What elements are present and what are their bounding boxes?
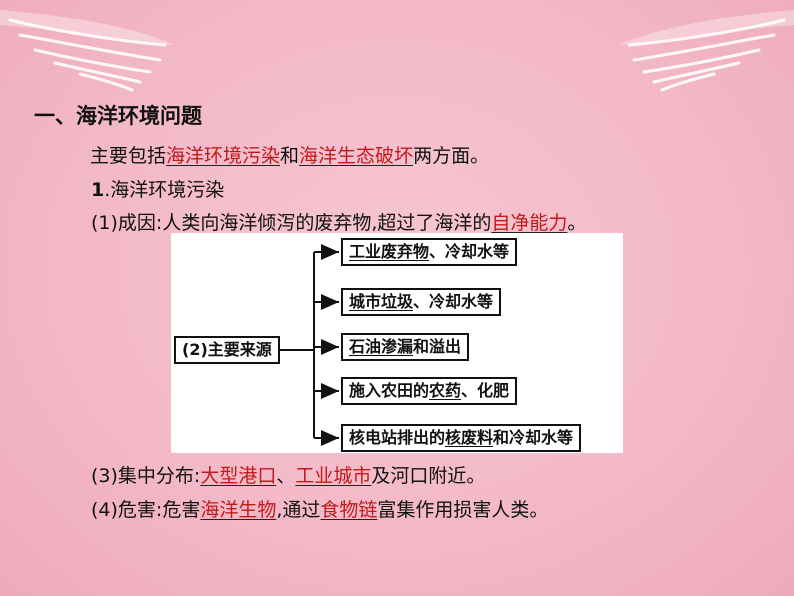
source-item-nuclear-key: 核废料 [445,428,494,447]
source-item-oil: 石油渗漏和溢出 [341,333,470,361]
harm-suffix: 富集作用损害人类。 [377,499,549,521]
cause-term: 自净能力 [491,212,568,234]
left-wing-decoration [0,10,175,92]
sources-diagram: (2)主要来源 工业废弃物、冷却水等 城市垃圾、冷却水等 石油渗漏和溢出 施入农… [171,233,623,453]
section-heading: 一、海洋环境问题 [34,104,202,128]
distribution-line: (3)集中分布:大型港口、工业城市及河口附近。 [91,464,485,488]
intro-prefix: 主要包括 [90,145,167,167]
cause-suffix: 。 [567,212,587,234]
source-item-agriculture: 施入农田的农药、化肥 [341,377,518,405]
source-item-oil-rest: 和溢出 [413,337,462,356]
harm-term-2: 食物链 [320,499,378,521]
harm-term-1: 海洋生物 [200,499,277,521]
source-item-urban-rest: 、冷却水等 [413,292,494,311]
intro-term-1: 海洋环境污染 [166,145,281,167]
diagram-connectors [279,244,339,446]
subsection-title: 1.海洋环境污染 [91,178,224,202]
source-item-nuclear-pre: 核电站排出的 [349,428,446,447]
source-item-urban-key: 城市垃圾 [349,292,414,311]
source-item-industrial-key: 工业废弃物 [349,242,430,261]
harm-mid: ,通过 [276,499,321,521]
intro-suffix: 两方面。 [413,145,490,167]
distribution-term-1: 大型港口 [200,465,277,487]
distribution-mid: 、 [276,465,296,487]
source-item-agriculture-rest: 、化肥 [461,381,510,400]
intro-term-2: 海洋生态破坏 [299,145,414,167]
source-item-oil-key: 石油渗漏 [349,337,414,356]
cause-prefix: (1)成因:人类向海洋倾泻的废弃物,超过了海洋的 [91,212,492,234]
distribution-prefix: (3)集中分布: [91,465,201,487]
harm-line: (4)危害:危害海洋生物,通过食物链富集作用损害人类。 [91,498,548,522]
source-item-nuclear-rest: 和冷却水等 [493,428,574,447]
distribution-suffix: 及河口附近。 [371,465,486,487]
intro-line: 主要包括海洋环境污染和海洋生态破坏两方面。 [90,144,489,168]
harm-prefix: (4)危害:危害 [91,499,201,521]
distribution-term-2: 工业城市 [295,465,372,487]
cause-line: (1)成因:人类向海洋倾泻的废弃物,超过了海洋的自净能力。 [91,211,586,235]
source-item-agriculture-pre: 施入农田的 [349,381,430,400]
source-item-urban: 城市垃圾、冷却水等 [341,288,502,316]
main-sources-box: (2)主要来源 [174,336,280,364]
subsection-title-text: .海洋环境污染 [104,179,225,201]
subsection-number: 1 [91,179,105,201]
right-wing-decoration [619,10,794,92]
intro-mid: 和 [280,145,300,167]
source-item-agriculture-key: 农药 [429,381,462,400]
source-item-nuclear: 核电站排出的核废料和冷却水等 [341,424,582,452]
source-item-industrial: 工业废弃物、冷却水等 [341,238,518,266]
source-item-industrial-rest: 、冷却水等 [429,242,510,261]
